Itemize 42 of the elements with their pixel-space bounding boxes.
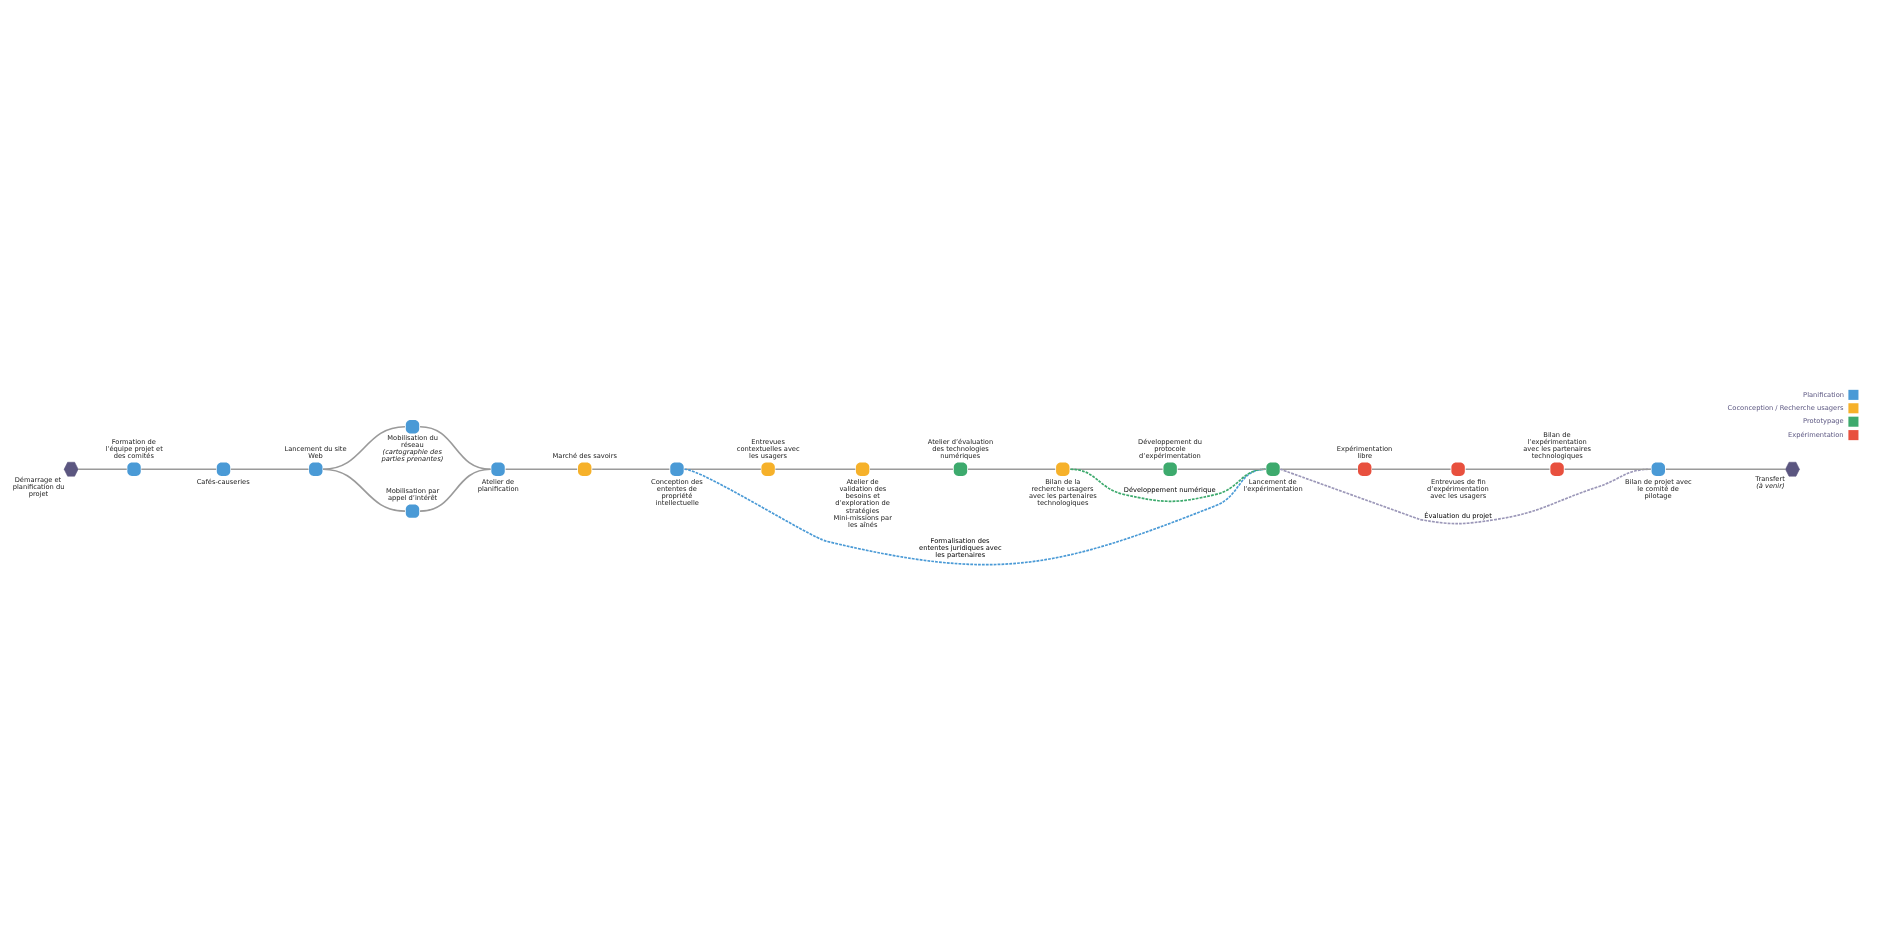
node-circle (405, 504, 420, 518)
node-circle (953, 462, 968, 476)
node-circle (127, 462, 141, 476)
node-circle (761, 462, 775, 476)
connector (229, 468, 310, 471)
connector (869, 468, 954, 471)
connector (774, 468, 857, 471)
node-hexagon (1785, 461, 1800, 477)
connector (683, 468, 762, 471)
connector (591, 468, 671, 471)
connector (77, 468, 128, 471)
connector (504, 468, 578, 471)
node-circle (1358, 462, 1372, 476)
connector (1464, 468, 1551, 471)
node-circle (1550, 462, 1564, 476)
connector (1371, 468, 1452, 471)
node-circle (1056, 462, 1070, 476)
node-circle (578, 462, 592, 476)
node-circle (405, 420, 420, 434)
connector (1563, 468, 1652, 471)
node-circle (855, 462, 870, 476)
connector (1279, 468, 1359, 471)
connector (322, 425, 406, 471)
connector (1176, 468, 1267, 471)
node-circle (1451, 462, 1465, 476)
connector (1279, 468, 1652, 525)
connector (419, 468, 492, 512)
connector (140, 468, 218, 471)
node-circle (1163, 462, 1177, 476)
connector (967, 468, 1057, 471)
node-circle (1651, 462, 1665, 476)
node-circle (670, 462, 684, 476)
connector (683, 468, 1267, 566)
connector (322, 468, 406, 512)
node-hexagon (63, 461, 79, 477)
node-circle (1266, 462, 1280, 476)
node-circle (216, 462, 231, 476)
node-circle (309, 462, 323, 476)
node-circle (491, 462, 505, 476)
connector (419, 425, 492, 471)
connector (1665, 468, 1787, 471)
connector (1069, 468, 1267, 503)
